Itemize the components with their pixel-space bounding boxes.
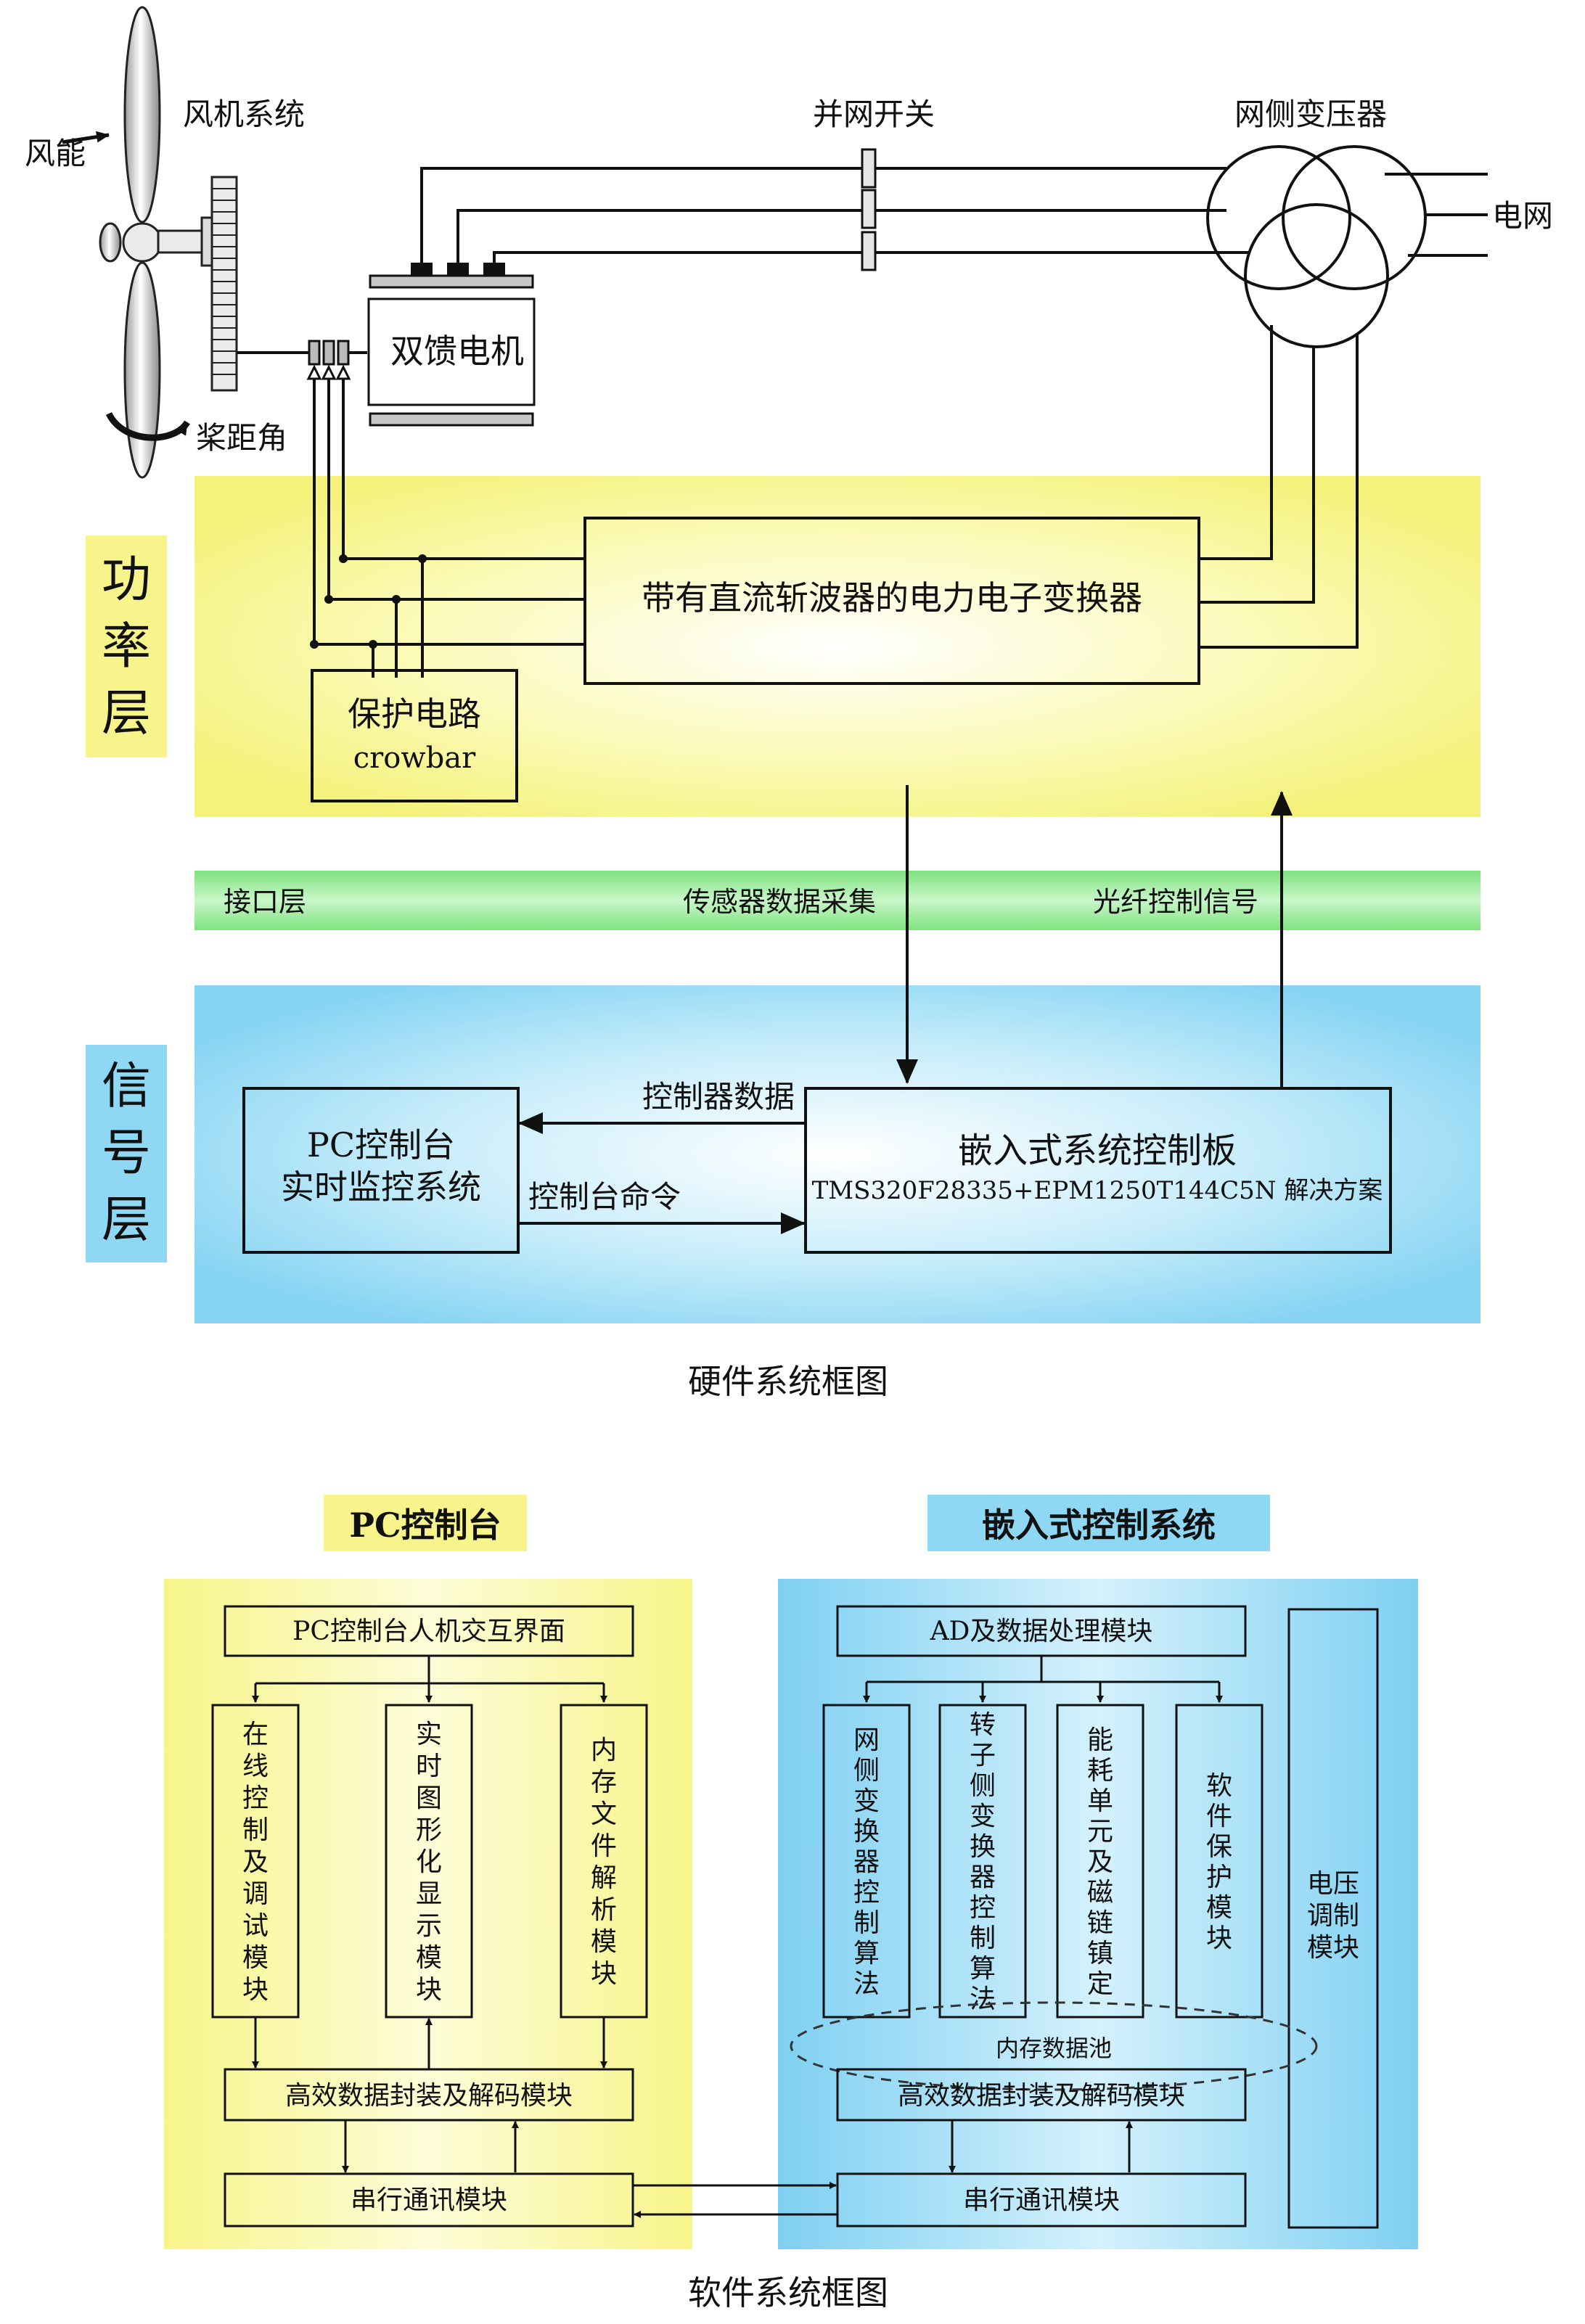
embedded-module-label-2: 转子侧变换器控制算法 bbox=[970, 1710, 996, 2014]
embedded-module-label-4: 软件保护模块 bbox=[1206, 1771, 1232, 1953]
pc-title: PC控制台 bbox=[349, 1506, 501, 1545]
protection-label-2: crowbar bbox=[353, 742, 476, 775]
dfig-box bbox=[367, 297, 536, 406]
embedded-title-box bbox=[927, 1495, 1270, 1551]
power-layer-label-2: 率 bbox=[102, 618, 151, 676]
embedded-board-label-1: 嵌入式系统控制板 bbox=[958, 1130, 1237, 1171]
pc-module-label-2: 实时图形化显示模块 bbox=[416, 1720, 442, 2005]
pc-title-box bbox=[324, 1495, 527, 1551]
pc-module-label-1: 在线控制及调试模块 bbox=[242, 1720, 269, 2005]
ad-module-label: AD及数据处理模块 bbox=[930, 1617, 1153, 1646]
voltage-module-box bbox=[1287, 1608, 1379, 2229]
pitch-rotation-icon bbox=[105, 411, 190, 441]
embedded-title: 嵌入式控制系统 bbox=[982, 1506, 1216, 1545]
pc-module-group: 在线控制及调试模块 实时图形化显示模块 内存文件解析模块 bbox=[211, 1704, 648, 2019]
pc-hmi-label: PC控制台人机交互界面 bbox=[292, 1617, 565, 1646]
pc-monitor-box bbox=[242, 1087, 520, 1254]
embedded-module-box-4 bbox=[1175, 1704, 1264, 2019]
signal-layer-band bbox=[194, 985, 1480, 1323]
voltage-module-label: 电压调制模块 bbox=[1307, 1869, 1359, 1963]
embedded-module-box-1 bbox=[822, 1704, 911, 2019]
embedded-board-box bbox=[804, 1087, 1392, 1254]
grid-label: 电网 bbox=[1492, 198, 1553, 234]
embedded-module-label-3: 能耗单元及磁链镇定 bbox=[1087, 1725, 1113, 1999]
interface-layer-band bbox=[194, 871, 1480, 930]
pc-serial-box bbox=[224, 2172, 634, 2227]
protection-box bbox=[311, 669, 518, 802]
embedded-module-group: 网侧变换器控制算法 转子侧变换器控制算法 能耗单元及磁链镇定 软件保护模块 bbox=[822, 1704, 1264, 2019]
embedded-serial-box bbox=[836, 2172, 1247, 2227]
stator-terminals bbox=[411, 263, 505, 276]
interface-layer-label: 接口层 bbox=[224, 886, 306, 918]
hardware-caption: 硬件系统框图 bbox=[688, 1362, 888, 1401]
wind-turbine-icon bbox=[99, 6, 238, 479]
rotor-arrows bbox=[306, 364, 351, 380]
signal-layer-label-1: 信 bbox=[102, 1058, 151, 1115]
power-layer-label-1: 功 bbox=[102, 551, 151, 609]
software-caption: 软件系统框图 bbox=[688, 2273, 888, 2312]
pc-module-box-2 bbox=[385, 1704, 473, 2019]
pc-module-arrows bbox=[252, 2017, 607, 2173]
grid-switch-label: 并网开关 bbox=[813, 97, 935, 132]
transformer-converter-lines bbox=[1199, 325, 1359, 649]
console-command-label: 控制台命令 bbox=[528, 1179, 681, 1215]
dfig-stator-bottom bbox=[369, 412, 534, 427]
stator-lines bbox=[420, 167, 1248, 263]
pc-serial-label: 串行通讯模块 bbox=[351, 2185, 507, 2215]
pc-hmi-fanout bbox=[252, 1656, 607, 1703]
slip-rings-icon bbox=[308, 340, 367, 366]
fan-system-label: 风机系统 bbox=[183, 97, 305, 132]
wind-energy-label: 风能 bbox=[25, 136, 86, 171]
pitch-angle-label: 桨距角 bbox=[196, 420, 287, 456]
crowbar-taps bbox=[372, 559, 424, 678]
embedded-codec-box bbox=[836, 2068, 1247, 2122]
dfig-stator-top bbox=[369, 274, 534, 289]
embedded-panel bbox=[778, 1579, 1418, 2249]
ad-module-fanout bbox=[863, 1656, 1223, 1703]
grid-lines bbox=[1385, 173, 1488, 257]
embedded-module-box-2 bbox=[938, 1704, 1027, 2019]
controller-data-label: 控制器数据 bbox=[642, 1079, 795, 1114]
rotor-lines bbox=[313, 377, 585, 646]
converter-label: 带有直流斩波器的电力电子变换器 bbox=[642, 578, 1142, 617]
pc-codec-label: 高效数据封装及解码模块 bbox=[285, 2081, 573, 2111]
embedded-board-label-2: TMS320F28335+EPM1250T144C5N 解决方案 bbox=[812, 1176, 1383, 1205]
pc-module-label-3: 内存文件解析模块 bbox=[591, 1736, 617, 1989]
fiber-signal-label: 光纤控制信号 bbox=[1093, 886, 1258, 918]
protection-label-1: 保护电路 bbox=[348, 694, 481, 734]
embedded-module-label-1: 网侧变换器控制算法 bbox=[853, 1725, 880, 1999]
junction-dots bbox=[310, 554, 427, 649]
embedded-codec-label: 高效数据封装及解码模块 bbox=[898, 2081, 1185, 2111]
memory-pool-ellipse bbox=[790, 2001, 1318, 2091]
wind-arrow-icon bbox=[62, 131, 110, 144]
pc-monitor-label-1: PC控制台 bbox=[307, 1125, 455, 1165]
signal-layer-label-box bbox=[86, 1045, 167, 1262]
grid-switch-icon bbox=[861, 148, 877, 271]
memory-pool-label: 内存数据池 bbox=[996, 2034, 1112, 2062]
signal-layer-label-3: 层 bbox=[102, 1191, 151, 1249]
embedded-module-box-3 bbox=[1056, 1704, 1144, 2019]
power-layer-label-box bbox=[86, 535, 167, 757]
sensor-data-label: 传感器数据采集 bbox=[683, 886, 876, 918]
power-layer-label-3: 层 bbox=[102, 685, 151, 742]
grid-transformer-label: 网侧变压器 bbox=[1234, 97, 1387, 132]
pc-monitor-label-2: 实时监控系统 bbox=[281, 1167, 481, 1207]
dfig-label: 双馈电机 bbox=[390, 332, 524, 371]
embedded-serial-label: 串行通讯模块 bbox=[963, 2185, 1120, 2215]
signal-layer-label-2: 号 bbox=[102, 1125, 151, 1182]
embedded-codec-arrows bbox=[949, 2120, 1133, 2173]
transformer-icon bbox=[1206, 145, 1427, 348]
